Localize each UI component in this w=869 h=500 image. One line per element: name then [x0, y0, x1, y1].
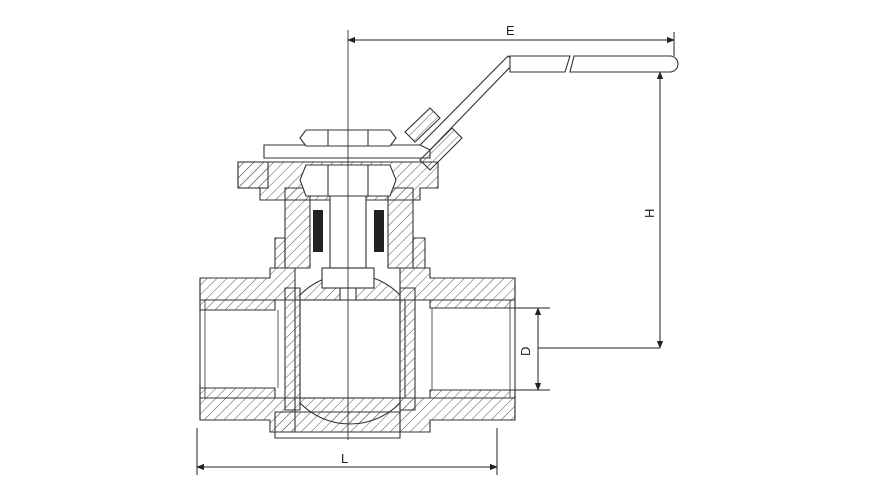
packing-seals: [313, 210, 384, 252]
dimension-d: [515, 307, 660, 391]
dimension-e-label: E: [506, 23, 515, 38]
lever-handle: [404, 55, 679, 171]
dimension-d-label: D: [518, 347, 533, 356]
dimension-h-label: H: [642, 209, 657, 218]
dimension-l-label: L: [341, 451, 348, 466]
dimension-l: [196, 428, 498, 475]
dimension-e: [347, 32, 675, 56]
ball: [284, 273, 416, 425]
